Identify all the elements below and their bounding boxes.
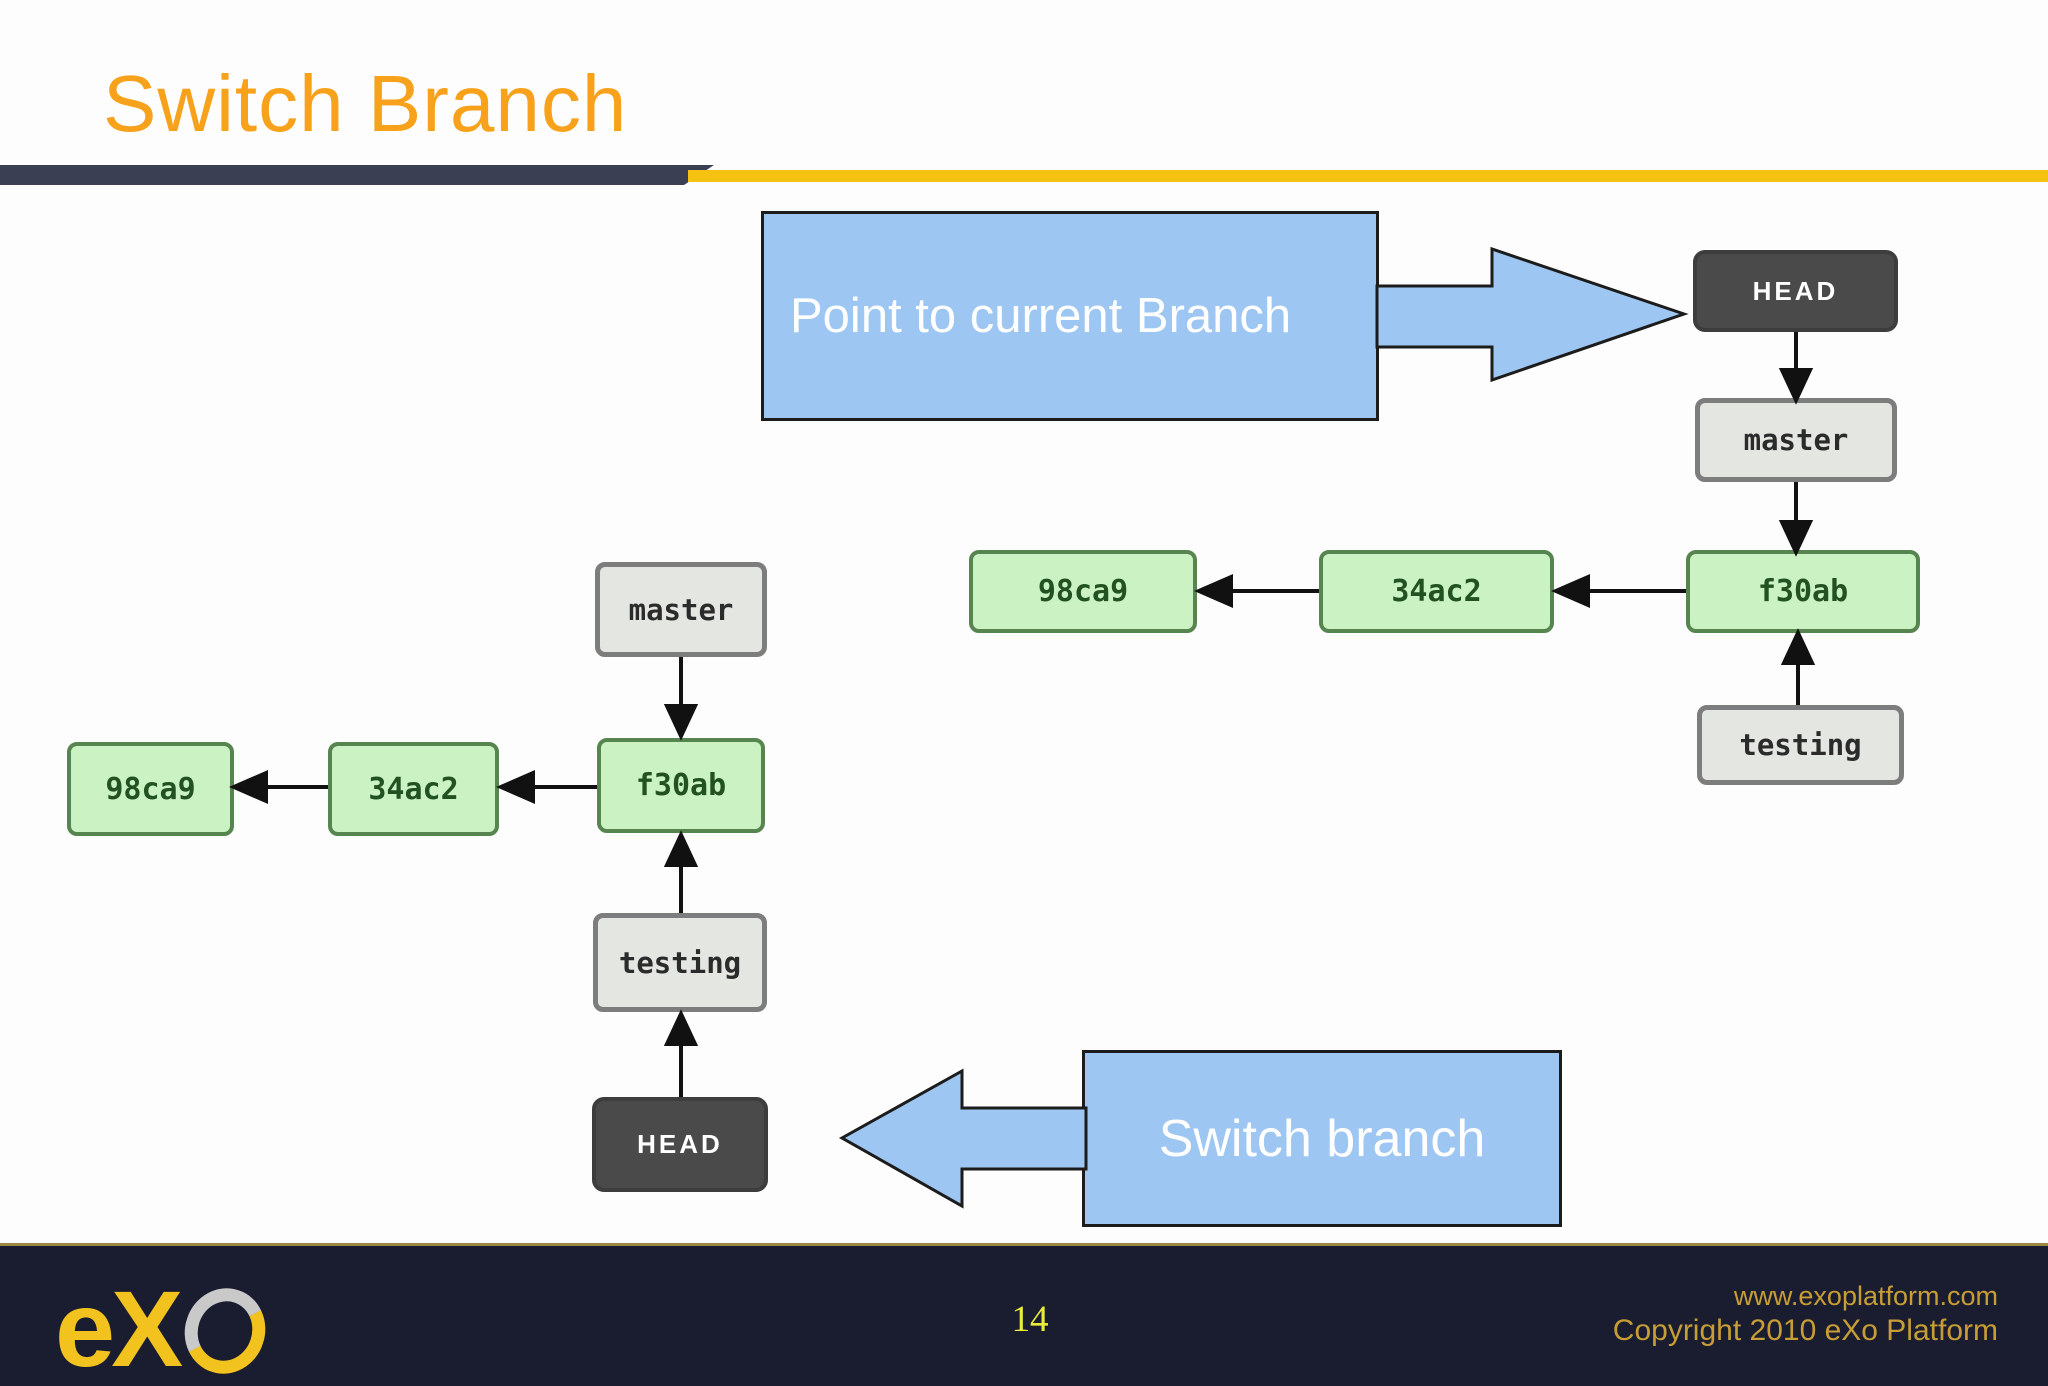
node-right-head: HEAD (1693, 250, 1898, 332)
arrow-left-f30ab-to-34ac2 (496, 769, 597, 805)
footer-gold-line (0, 1243, 2048, 1246)
node-left-testing: testing (593, 913, 767, 1012)
callout-point-to-current-branch: Point to current Branch (761, 211, 1379, 421)
page-number: 14 (1011, 1299, 1049, 1340)
callout-point-to-current-branch-label: Point to current Branch (790, 289, 1292, 343)
node-left-98ca9: 98ca9 (67, 742, 234, 836)
node-left-head: HEAD (592, 1097, 768, 1192)
footer-copyright: Copyright 2010 eXo Platform (1612, 1313, 1998, 1347)
arrow-left-head-to-testing (663, 1009, 699, 1097)
node-right-f30ab: f30ab (1686, 550, 1920, 633)
callout-switch-branch: Switch branch (1082, 1050, 1562, 1227)
arrow-right-34ac2-to-98ca9 (1194, 573, 1319, 609)
arrow-right-testing-to-f30ab (1780, 628, 1816, 705)
node-right-master: master (1695, 398, 1897, 482)
footer-website: www.exoplatform.com (1733, 1281, 1998, 1311)
footer-bar (0, 1246, 2048, 1386)
footer-right-text: www.exoplatform.com Copyright 2010 eXo P… (1613, 1281, 1998, 1348)
header-divider-gold (688, 170, 2048, 182)
node-right-testing: testing (1697, 705, 1904, 785)
arrow-right-f30ab-to-34ac2 (1551, 573, 1686, 609)
node-right-98ca9: 98ca9 (969, 550, 1197, 633)
node-right-34ac2: 34ac2 (1319, 550, 1554, 633)
arrow-left-34ac2-to-98ca9 (229, 769, 328, 805)
callout-arrow-left-icon (838, 1068, 1088, 1209)
exo-logo-o-ring-icon (173, 1277, 277, 1385)
exo-logo: eX (55, 1252, 277, 1386)
arrow-right-head-to-master (1778, 332, 1814, 405)
arrow-left-testing-to-f30ab (663, 830, 699, 913)
header-divider-navy (0, 165, 714, 185)
callout-switch-branch-label: Switch branch (1158, 1109, 1486, 1168)
node-left-f30ab: f30ab (597, 738, 765, 833)
node-left-master: master (595, 562, 767, 657)
arrow-right-master-to-f30ab (1778, 482, 1814, 557)
callout-arrow-right-icon (1375, 246, 1689, 383)
arrow-left-master-to-f30ab (663, 657, 699, 741)
page-title: Switch Branch (103, 59, 628, 148)
node-left-34ac2: 34ac2 (328, 742, 499, 836)
exo-logo-text: eX (55, 1267, 183, 1386)
